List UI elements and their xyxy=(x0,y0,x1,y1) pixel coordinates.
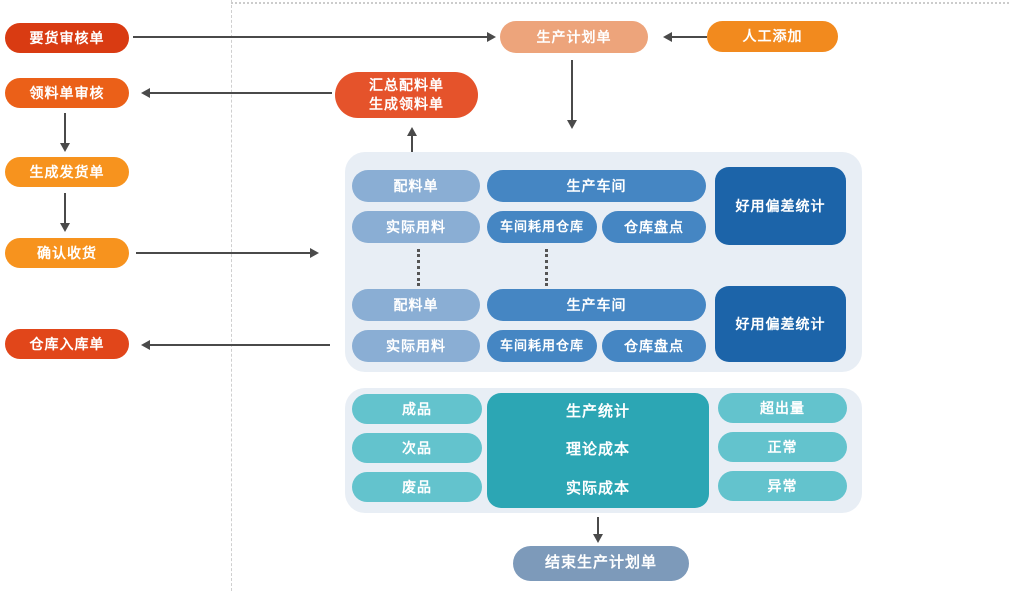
node-batching-2: 配料单 xyxy=(352,289,480,321)
node-workshop-warehouse-1: 车间耗用仓库 xyxy=(487,211,597,243)
node-confirm-receipt: 确认收货 xyxy=(5,238,129,268)
node-picking-audit: 领料单审核 xyxy=(5,78,129,108)
box-production-stats: 生产统计 理论成本 实际成本 xyxy=(487,393,709,508)
node-workshop-1: 生产车间 xyxy=(487,170,706,202)
arrow-picking-to-shipment xyxy=(60,113,70,152)
panel-stats: 成品 次品 废品 生产统计 理论成本 实际成本 超出量 正常 异常 xyxy=(345,388,862,513)
node-variance-2: 好用偏差统计 xyxy=(715,286,846,362)
node-defective-goods: 次品 xyxy=(352,433,482,463)
arrow-manual-to-plan xyxy=(663,32,707,42)
arrow-stats-to-end xyxy=(593,517,603,543)
node-workshop-warehouse-2: 车间耗用仓库 xyxy=(487,330,597,362)
node-stocktake-2: 仓库盘点 xyxy=(602,330,706,362)
node-scrap-goods: 废品 xyxy=(352,472,482,502)
node-variance-1: 好用偏差统计 xyxy=(715,167,846,245)
node-actual-usage-2: 实际用料 xyxy=(352,330,480,362)
arrow-workshop-to-summary xyxy=(407,127,417,152)
node-overage: 超出量 xyxy=(718,393,847,423)
stat-production-statistics: 生产统计 xyxy=(565,403,630,421)
node-create-shipment: 生成发货单 xyxy=(5,157,129,187)
node-production-plan: 生产计划单 xyxy=(500,21,648,53)
node-batching-1: 配料单 xyxy=(352,170,480,202)
summary-line-1: 汇总配料单 xyxy=(369,77,444,94)
summary-line-2: 生成领料单 xyxy=(369,96,444,112)
arrow-plan-to-workshop xyxy=(567,60,577,129)
dotted-connector-left xyxy=(417,249,420,286)
node-demand-audit: 要货审核单 xyxy=(5,23,129,53)
stat-theoretical-cost: 理论成本 xyxy=(565,441,630,459)
node-abnormal: 异常 xyxy=(718,471,847,501)
arrow-workshop-to-inbound xyxy=(141,340,330,350)
arrow-demand-to-plan xyxy=(133,32,496,42)
panel-workshop: 配料单 生产车间 好用偏差统计 实际用料 车间耗用仓库 仓库盘点 配料单 生产车… xyxy=(345,152,862,372)
arrow-shipment-to-receipt xyxy=(60,193,70,232)
node-end-plan: 结束生产计划单 xyxy=(513,546,689,581)
node-workshop-2: 生产车间 xyxy=(487,289,706,321)
node-finished-goods: 成品 xyxy=(352,394,482,424)
vertical-dashed-divider xyxy=(231,0,232,591)
node-actual-usage-1: 实际用料 xyxy=(352,211,480,243)
node-summary-picking: 汇总配料单 生成领料单 xyxy=(335,72,478,118)
stat-actual-cost: 实际成本 xyxy=(565,479,630,497)
node-normal: 正常 xyxy=(718,432,847,462)
top-dotted-line xyxy=(231,2,1009,4)
dotted-connector-right xyxy=(545,249,548,286)
arrow-summary-to-picking xyxy=(141,88,332,98)
node-stocktake-1: 仓库盘点 xyxy=(602,211,706,243)
node-warehouse-inbound: 仓库入库单 xyxy=(5,329,129,359)
node-manual-add: 人工添加 xyxy=(707,21,838,52)
arrow-receipt-to-workshop xyxy=(136,248,319,258)
